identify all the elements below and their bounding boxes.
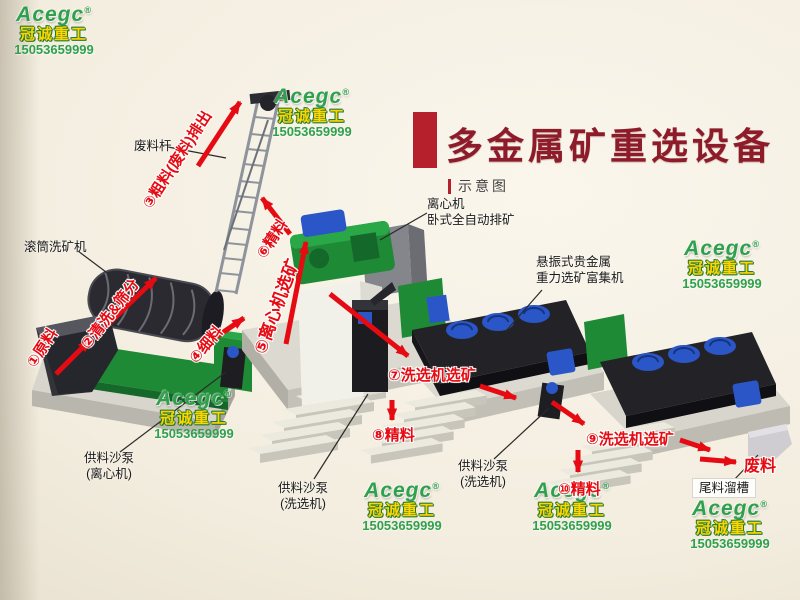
page-subtitle: 示意图 [458, 178, 509, 194]
feed-pump-centrifuge [219, 346, 247, 390]
subtitle-accent-bar [448, 178, 451, 194]
title-accent-block [413, 112, 437, 168]
flow-step-10: ⑩精料 [558, 481, 601, 498]
flow-step-7: ⑦洗选机选矿 [388, 367, 476, 384]
flow-step-9: ⑨洗选机选矿 [586, 431, 674, 448]
label-feed-pump-washer-b: 供料沙泵 (洗选机) [458, 459, 509, 490]
flow-arrows [54, 100, 738, 474]
flow-step-8: ⑧精料 [372, 427, 415, 444]
label-tailings-chute: 尾料溜槽 [692, 478, 757, 499]
subtitle-row: 示意图 [448, 176, 509, 196]
shaker-machine-1 [359, 278, 604, 464]
label-feed-pump-washer-a: 供料沙泵 (洗选机) [278, 481, 329, 512]
shaker-machine-2 [547, 314, 792, 496]
label-pointer-lines [77, 146, 759, 484]
feed-pump-washer-a [352, 282, 396, 392]
waste-discharge-ladder [214, 99, 280, 295]
label-shaker: 悬振式贵金属 重力选矿富集机 [536, 255, 624, 286]
flow-waste-label: 废料 [744, 458, 777, 475]
feed-pump-washer-b [537, 382, 565, 420]
label-drum-washer: 滚筒洗矿机 [24, 240, 87, 254]
ladder-pulley [260, 95, 276, 111]
label-feed-pump-centrifuge: 供料沙泵 (离心机) [84, 451, 135, 482]
page-title: 多金属矿重选设备 [446, 126, 774, 167]
centrifuge-station [242, 209, 476, 463]
centrifuge-machine [290, 209, 395, 285]
tailings-chute [748, 424, 792, 466]
label-waste-rod: 废料杆 [134, 139, 172, 153]
label-centrifuge: 离心机 卧式全自动排矿 [427, 197, 515, 228]
